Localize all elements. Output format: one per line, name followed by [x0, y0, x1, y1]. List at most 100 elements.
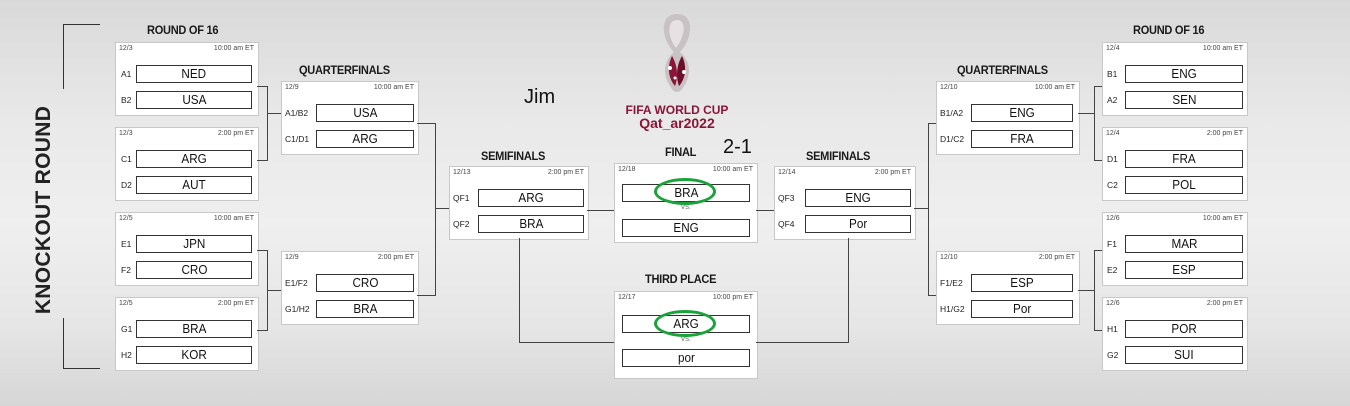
slot-label: B2: [121, 95, 132, 105]
team-name: SUI: [1174, 347, 1194, 362]
match-time: 10:00 am ET: [1202, 45, 1243, 52]
team-box[interactable]: ENG: [805, 189, 911, 207]
team-name: POL: [1172, 177, 1196, 192]
connector-line: [1078, 113, 1094, 114]
slot-label: E2: [1107, 265, 1118, 275]
round-of-16-left-header: ROUND OF 16: [147, 23, 219, 37]
team-box[interactable]: USA: [316, 104, 414, 122]
slot-label: QF3: [778, 193, 795, 203]
slot-label: QF2: [453, 219, 470, 229]
slot-label: E1: [121, 239, 132, 249]
connector-line: [1078, 290, 1094, 291]
team-name: ENG: [1171, 66, 1197, 81]
annotation-score: 2-1: [723, 136, 752, 158]
team-box[interactable]: CRO: [136, 261, 252, 279]
match-card: 12/9 2:00 pm ET E1/F2 CRO G1/H2 BRA: [281, 251, 419, 325]
team-box[interactable]: BRA: [136, 320, 252, 338]
slot-label: QF1: [453, 193, 470, 203]
team-box[interactable]: ARG: [478, 189, 584, 207]
connector-line: [267, 86, 268, 161]
round-of-16-right-header: ROUND OF 16: [1133, 23, 1205, 37]
team-name: FRA: [1010, 131, 1034, 146]
team-name: ESP: [1172, 262, 1196, 277]
match-card: 12/10 10:00 am ET B1/A2 ENG D1/C2 FRA: [936, 81, 1080, 155]
match-card: 12/6 2:00 pm ET H1 POR G2 SUI: [1102, 297, 1248, 371]
match-card: 12/10 2:00 pm ET F1/E2 ESP H1/G2 Por: [936, 251, 1080, 325]
team-box[interactable]: USA: [136, 91, 252, 109]
connector-line: [435, 208, 449, 209]
team-box[interactable]: KOR: [136, 346, 252, 364]
connector-line: [1094, 86, 1095, 161]
connector-line: [848, 238, 849, 342]
semifinals-left-header: SEMIFINALS: [481, 149, 546, 163]
team-box[interactable]: AUT: [136, 176, 252, 194]
slot-label: H1/G2: [940, 304, 965, 314]
vs-label: VS.: [681, 337, 691, 343]
team-name: ARG: [518, 190, 544, 205]
connector-line: [928, 123, 929, 296]
team-name: JPN: [182, 236, 206, 251]
team-box[interactable]: ENG: [622, 219, 750, 237]
match-card: 12/14 2:00 pm ET QF3 ENG QF4 Por: [774, 166, 916, 240]
slot-label: C2: [1107, 180, 1118, 190]
team-box[interactable]: FRA: [971, 130, 1073, 148]
team-box[interactable]: POR: [1125, 320, 1243, 338]
team-name: ARG: [181, 151, 207, 166]
team-box[interactable]: Por: [971, 300, 1073, 318]
team-box[interactable]: ESP: [1125, 261, 1243, 279]
match-time: 10:00 am ET: [712, 166, 753, 173]
team-box[interactable]: ARG: [136, 150, 252, 168]
quarterfinals-left-header: QUARTERFINALS: [299, 63, 390, 77]
team-name: USA: [181, 92, 207, 107]
match-card: 12/6 10:00 am ET F1 MAR E2 ESP: [1102, 212, 1248, 286]
team-box[interactable]: MAR: [1125, 235, 1243, 253]
team-box[interactable]: POL: [1125, 176, 1243, 194]
match-time: 2:00 pm ET: [547, 169, 584, 176]
match-time: 2:00 pm ET: [1206, 130, 1243, 137]
team-box[interactable]: ARG: [316, 130, 414, 148]
team-box[interactable]: BRA: [316, 300, 414, 318]
connector-line: [257, 250, 267, 251]
team-box[interactable]: CRO: [316, 274, 414, 292]
team-box[interactable]: por: [622, 349, 750, 367]
third-place-header: THIRD PLACE: [645, 272, 717, 286]
team-box[interactable]: Por: [805, 215, 911, 233]
match-card: 12/4 10:00 am ET B1 ENG A2 SEN: [1102, 42, 1248, 116]
team-box[interactable]: FRA: [1125, 150, 1243, 168]
team-box[interactable]: SUI: [1125, 346, 1243, 364]
slot-label: F2: [121, 265, 131, 275]
team-name: MAR: [1170, 236, 1197, 251]
team-box[interactable]: JPN: [136, 235, 252, 253]
slot-label: H2: [121, 350, 132, 360]
match-date: 12/6: [1106, 215, 1120, 222]
team-name: ENG: [1009, 105, 1035, 120]
match-date: 12/5: [119, 215, 133, 222]
team-name: USA: [352, 105, 378, 120]
match-date: 12/18: [618, 166, 636, 173]
team-box[interactable]: ENG: [971, 104, 1073, 122]
team-box[interactable]: SEN: [1125, 91, 1243, 109]
team-box[interactable]: ESP: [971, 274, 1073, 292]
match-time: 10:00 pm ET: [712, 294, 753, 301]
team-box[interactable]: NED: [136, 65, 252, 83]
connector-line: [756, 342, 849, 343]
connector-line: [257, 330, 267, 331]
slot-label: G1: [121, 324, 133, 334]
team-name: BRA: [181, 321, 207, 336]
team-box[interactable]: BRA: [478, 215, 584, 233]
connector-line: [267, 113, 281, 114]
team-name: ARG: [352, 131, 378, 146]
slot-label: F1: [1107, 239, 1117, 249]
match-date: 12/10: [940, 254, 958, 261]
connector-line: [587, 210, 614, 211]
team-name: AUT: [182, 177, 206, 192]
team-box[interactable]: ENG: [1125, 65, 1243, 83]
match-date: 12/14: [778, 169, 796, 176]
slot-label: G1/H2: [285, 304, 310, 314]
trophy-emblem-icon: [663, 14, 691, 92]
knockout-bracket-line: [63, 24, 100, 89]
connector-line: [756, 210, 774, 211]
slot-label: C1: [121, 154, 132, 164]
slot-label: H1: [1107, 324, 1118, 334]
connector-line: [1094, 250, 1102, 251]
